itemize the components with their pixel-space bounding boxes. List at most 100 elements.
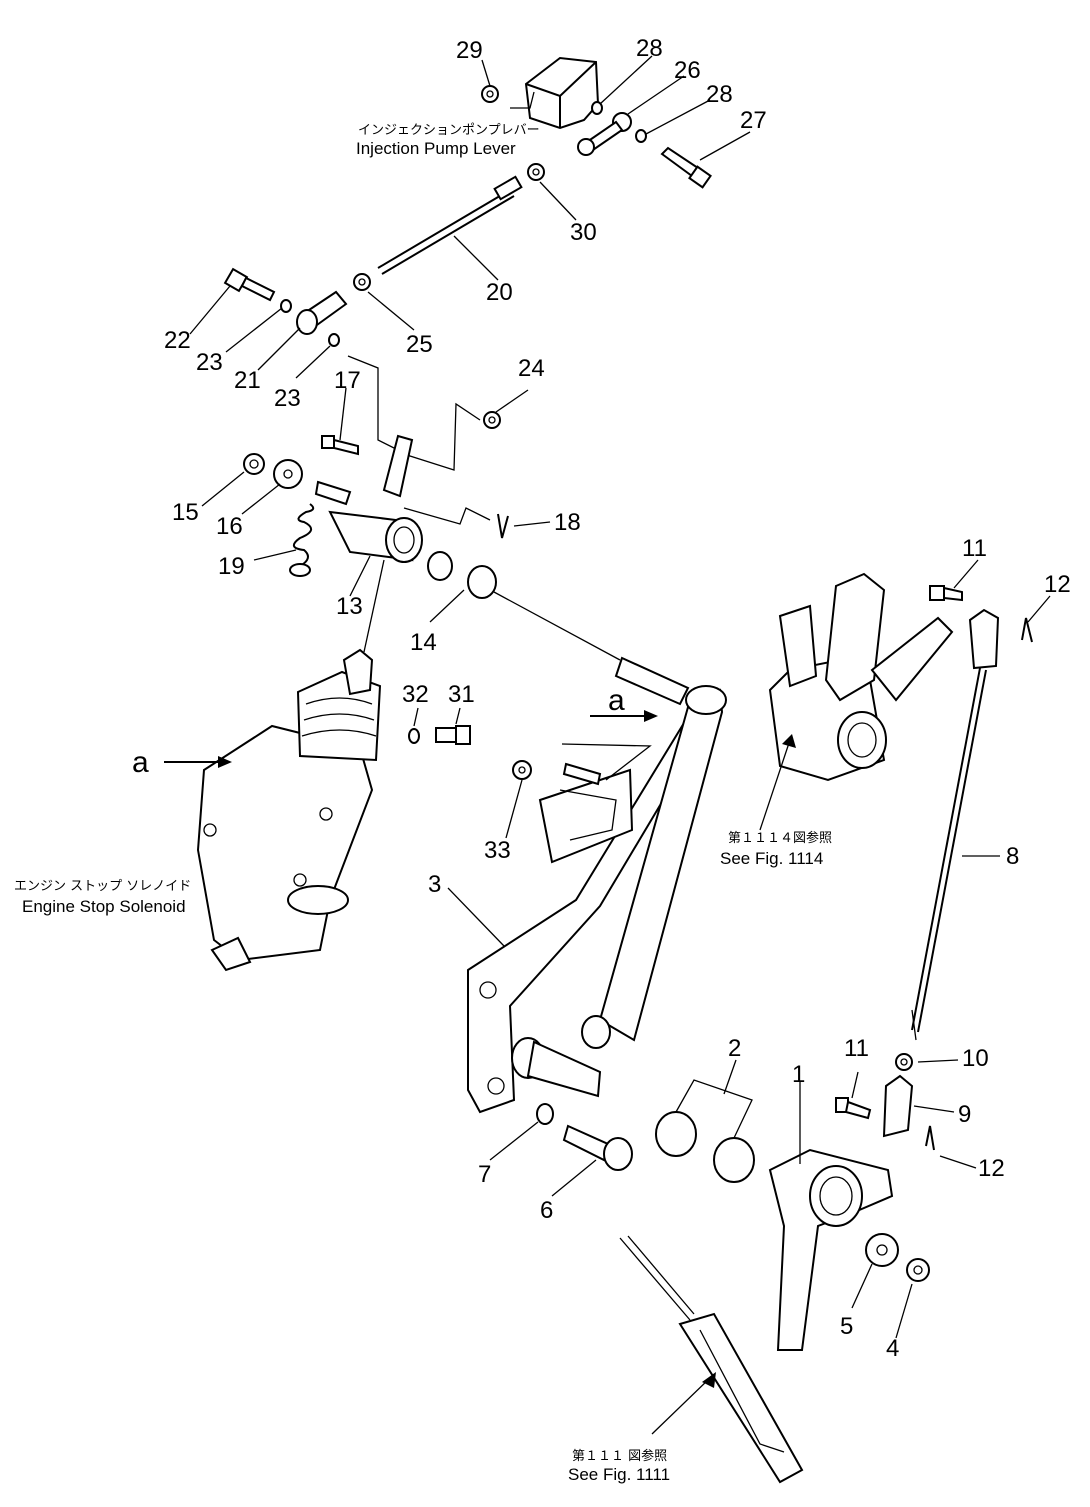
callout-18: 18: [554, 509, 581, 536]
callout-31: 31: [448, 681, 475, 708]
callouts: 29 28 26 28 27 30 20 25 22 23 21 23 24 1…: [132, 35, 1071, 1362]
callout-9: 9: [958, 1101, 971, 1128]
nut-10: [895, 1053, 913, 1071]
marker-a-center: a: [608, 684, 625, 717]
callout-12-bottom: 12: [978, 1155, 1005, 1182]
cotter-pin-12-bottom: [925, 1125, 935, 1151]
washer-7: [536, 1103, 554, 1125]
see-fig-1111-label: See Fig. 1111: [568, 1465, 670, 1484]
callout-20: 20: [486, 279, 513, 306]
callout-10: 10: [962, 1045, 989, 1072]
washer-32: [408, 728, 420, 744]
callout-4: 4: [886, 1335, 899, 1362]
pin-11-top: [929, 585, 963, 602]
bushing-14: [427, 551, 497, 599]
nut-24: [483, 411, 501, 429]
pin-11-bottom: [835, 1097, 872, 1120]
callout-28-right: 28: [706, 81, 733, 108]
callout-2: 2: [728, 1035, 741, 1062]
callout-23-left: 23: [196, 349, 223, 376]
bolt-33b: [562, 762, 602, 786]
spring-19: [289, 503, 315, 577]
callout-14: 14: [410, 629, 437, 656]
callout-22: 22: [164, 327, 191, 354]
callout-25: 25: [406, 331, 433, 358]
callout-13: 13: [336, 593, 363, 620]
washer-16: [273, 459, 303, 489]
lever-assembly-fig-1114: [768, 572, 954, 782]
engine-stop-solenoid-label: Engine Stop Solenoid: [22, 897, 186, 916]
callout-19: 19: [218, 553, 245, 580]
callout-32: 32: [402, 681, 429, 708]
nut-4: [906, 1258, 930, 1282]
callout-30: 30: [570, 219, 597, 246]
cotter-pin-12-top: [1021, 617, 1033, 643]
assembly-line-18: [403, 507, 491, 525]
clevis-9: [882, 1074, 914, 1138]
injection-pump-lever-bracket: [510, 56, 600, 130]
see-fig-1114-label: See Fig. 1114: [720, 849, 823, 868]
callout-12-top: 12: [1044, 571, 1071, 598]
bolt-22: [223, 267, 276, 302]
rod-8: [911, 608, 1000, 1041]
callout-28-top: 28: [636, 35, 663, 62]
nut-30: [527, 163, 545, 181]
engine-stop-solenoid: [196, 648, 382, 972]
washer-28b: [635, 129, 647, 143]
assembly-line-shaft: [493, 591, 621, 661]
cotter-pin-18: [497, 513, 509, 539]
arrow-a-left: [164, 756, 232, 768]
rod-end-26: [577, 112, 632, 156]
callout-5: 5: [840, 1313, 853, 1340]
marker-a-left: a: [132, 746, 149, 779]
callout-23-right: 23: [274, 385, 301, 412]
injection-pump-lever-label: Injection Pump Lever: [356, 139, 516, 158]
rod-end-21: [296, 290, 348, 335]
lever-arm: [511, 656, 727, 1098]
arrow-a-center: [561, 710, 658, 781]
callout-1: 1: [792, 1061, 805, 1088]
callout-11-top: 11: [962, 535, 987, 562]
engine-stop-solenoid-jp-label: エンジン ストップ ソレノイド: [14, 879, 191, 894]
bracket-3: [467, 698, 720, 1114]
leader-lines: [189, 55, 1051, 1435]
washer-5: [865, 1233, 899, 1267]
callout-11-bottom: 11: [844, 1035, 869, 1062]
washer-28a: [591, 101, 603, 115]
washer-23a: [280, 299, 292, 313]
bolt-17: [321, 435, 359, 456]
callout-27: 27: [740, 107, 767, 134]
callout-6: 6: [540, 1197, 553, 1224]
assembly-line-rod: [347, 355, 481, 471]
see-fig-1111-jp-label: 第１１１ 図参照: [572, 1448, 667, 1464]
callout-21: 21: [234, 367, 261, 394]
lever-1: [768, 1148, 894, 1351]
callout-3: 3: [428, 871, 441, 898]
nut-25: [353, 273, 371, 291]
callout-16: 16: [216, 513, 243, 540]
linkage-fig-1111: [619, 1235, 804, 1484]
callout-33: 33: [484, 837, 511, 864]
injection-pump-lever-jp-label: インジェクションポンプレバー: [358, 123, 540, 138]
callout-17: 17: [334, 367, 361, 394]
rod-20: [377, 175, 523, 275]
bushing-2: [655, 1079, 755, 1183]
reference-labels: インジェクションポンプレバー Injection Pump Lever エンジン…: [14, 123, 832, 1484]
callout-26: 26: [674, 57, 701, 84]
bolt-6: [562, 1124, 633, 1171]
bolt-31: [435, 725, 471, 745]
callout-24: 24: [518, 355, 545, 382]
nut-29: [481, 85, 499, 103]
nut-15: [243, 453, 265, 475]
callout-15: 15: [172, 499, 199, 526]
callout-29: 29: [456, 37, 483, 64]
see-fig-1114-jp-label: 第１１１４図参照: [728, 830, 832, 846]
lever-13: [314, 434, 423, 563]
nut-33: [512, 760, 532, 780]
washer-23b: [328, 333, 340, 347]
callout-7: 7: [478, 1161, 491, 1188]
bolt-27: [660, 146, 712, 189]
callout-8: 8: [1006, 843, 1019, 870]
assembly-line-solenoid: [363, 559, 385, 653]
